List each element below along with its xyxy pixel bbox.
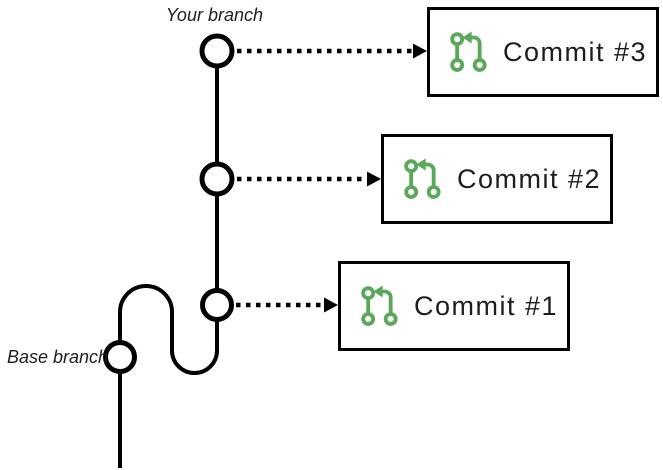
base-branch-label: Base branch xyxy=(7,347,109,367)
base-branch-curve xyxy=(118,284,219,375)
commit-box-1: Commit #1 xyxy=(338,261,570,351)
commit-label: Commit #2 xyxy=(457,163,602,194)
commit-label: Commit #3 xyxy=(503,36,648,67)
commit-node-2 xyxy=(199,161,235,197)
git-pull-request-icon xyxy=(450,31,487,72)
arrowhead-commit-1 xyxy=(324,297,338,313)
your-branch-label: Your branch xyxy=(165,5,263,25)
commit-box-2: Commit #2 xyxy=(381,134,613,224)
commit-node-3 xyxy=(199,33,235,69)
arrowhead-commit-2 xyxy=(367,171,381,187)
git-pull-request-icon xyxy=(361,285,398,326)
commit-label: Commit #1 xyxy=(414,290,559,321)
base-branch-node xyxy=(103,340,137,374)
commit-box-3: Commit #3 xyxy=(427,7,659,97)
arrowhead-commit-3 xyxy=(413,43,427,59)
commit-node-1 xyxy=(200,288,234,322)
git-pull-request-icon xyxy=(404,158,441,199)
